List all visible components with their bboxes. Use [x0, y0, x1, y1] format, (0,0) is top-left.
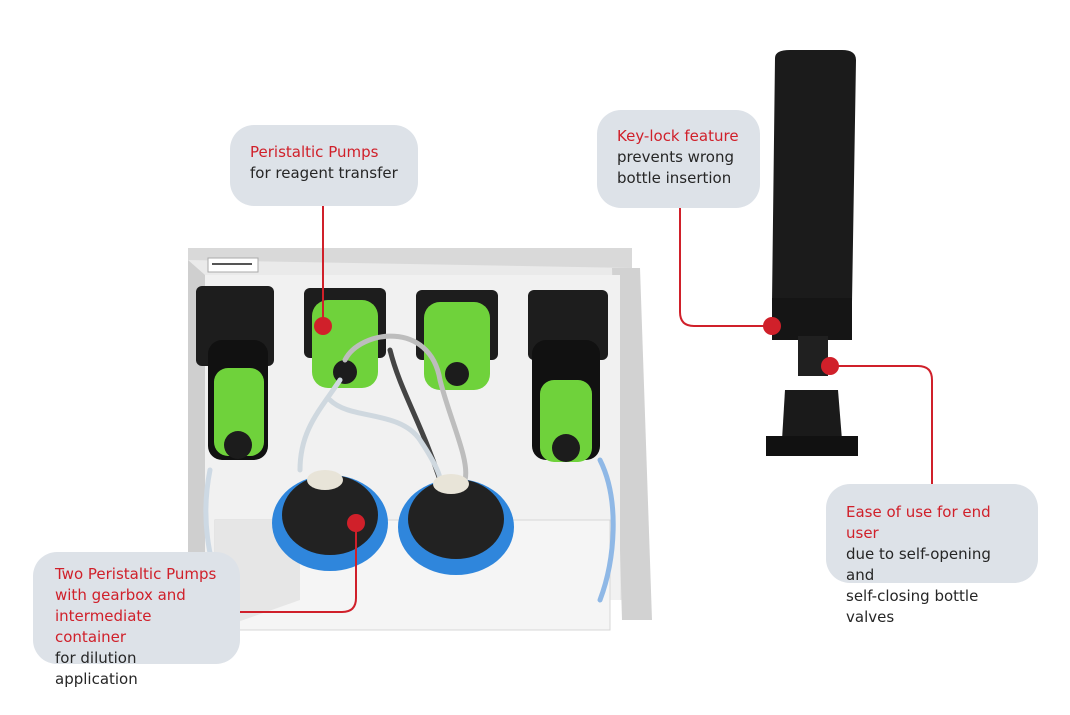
callout-text: for dilution application [55, 649, 138, 688]
pump-4 [528, 290, 608, 462]
callout-key-lock: Key-lock feature prevents wrong bottle i… [597, 110, 760, 208]
callout-title: Ease of use for end user [846, 503, 991, 542]
callout-title: Peristaltic Pumps [250, 143, 379, 161]
callout-text-line: bottle insertion [617, 169, 732, 187]
callout-title-line: with gearbox and [55, 586, 186, 604]
pump-3 [416, 290, 498, 390]
callout-title-line: Two Peristaltic Pumps [55, 565, 217, 583]
bottle-cap-left [272, 470, 388, 571]
callout-dilution-pumps: Two Peristaltic Pumps with gearbox and i… [33, 552, 240, 688]
callout-peristaltic-pumps: Peristaltic Pumps for reagent transfer [230, 125, 418, 206]
callout-text-line: self-closing bottle valves [846, 587, 979, 626]
callout-markers [314, 317, 839, 532]
pump-1 [196, 286, 274, 460]
callout-text-line: prevents wrong [617, 148, 734, 166]
bottle-cap-right [398, 474, 514, 575]
bottle-valve-holder [766, 390, 858, 456]
callout-text-line: due to self-opening and [846, 545, 991, 584]
leader-lines [240, 206, 933, 613]
callout-title-line: intermediate container [55, 607, 152, 646]
callout-text: for reagent transfer [250, 164, 398, 182]
callout-title: Key-lock feature [617, 127, 739, 145]
reagent-bottle [772, 50, 856, 376]
callout-ease-of-use: Ease of use for end user due to self-ope… [826, 484, 1038, 626]
